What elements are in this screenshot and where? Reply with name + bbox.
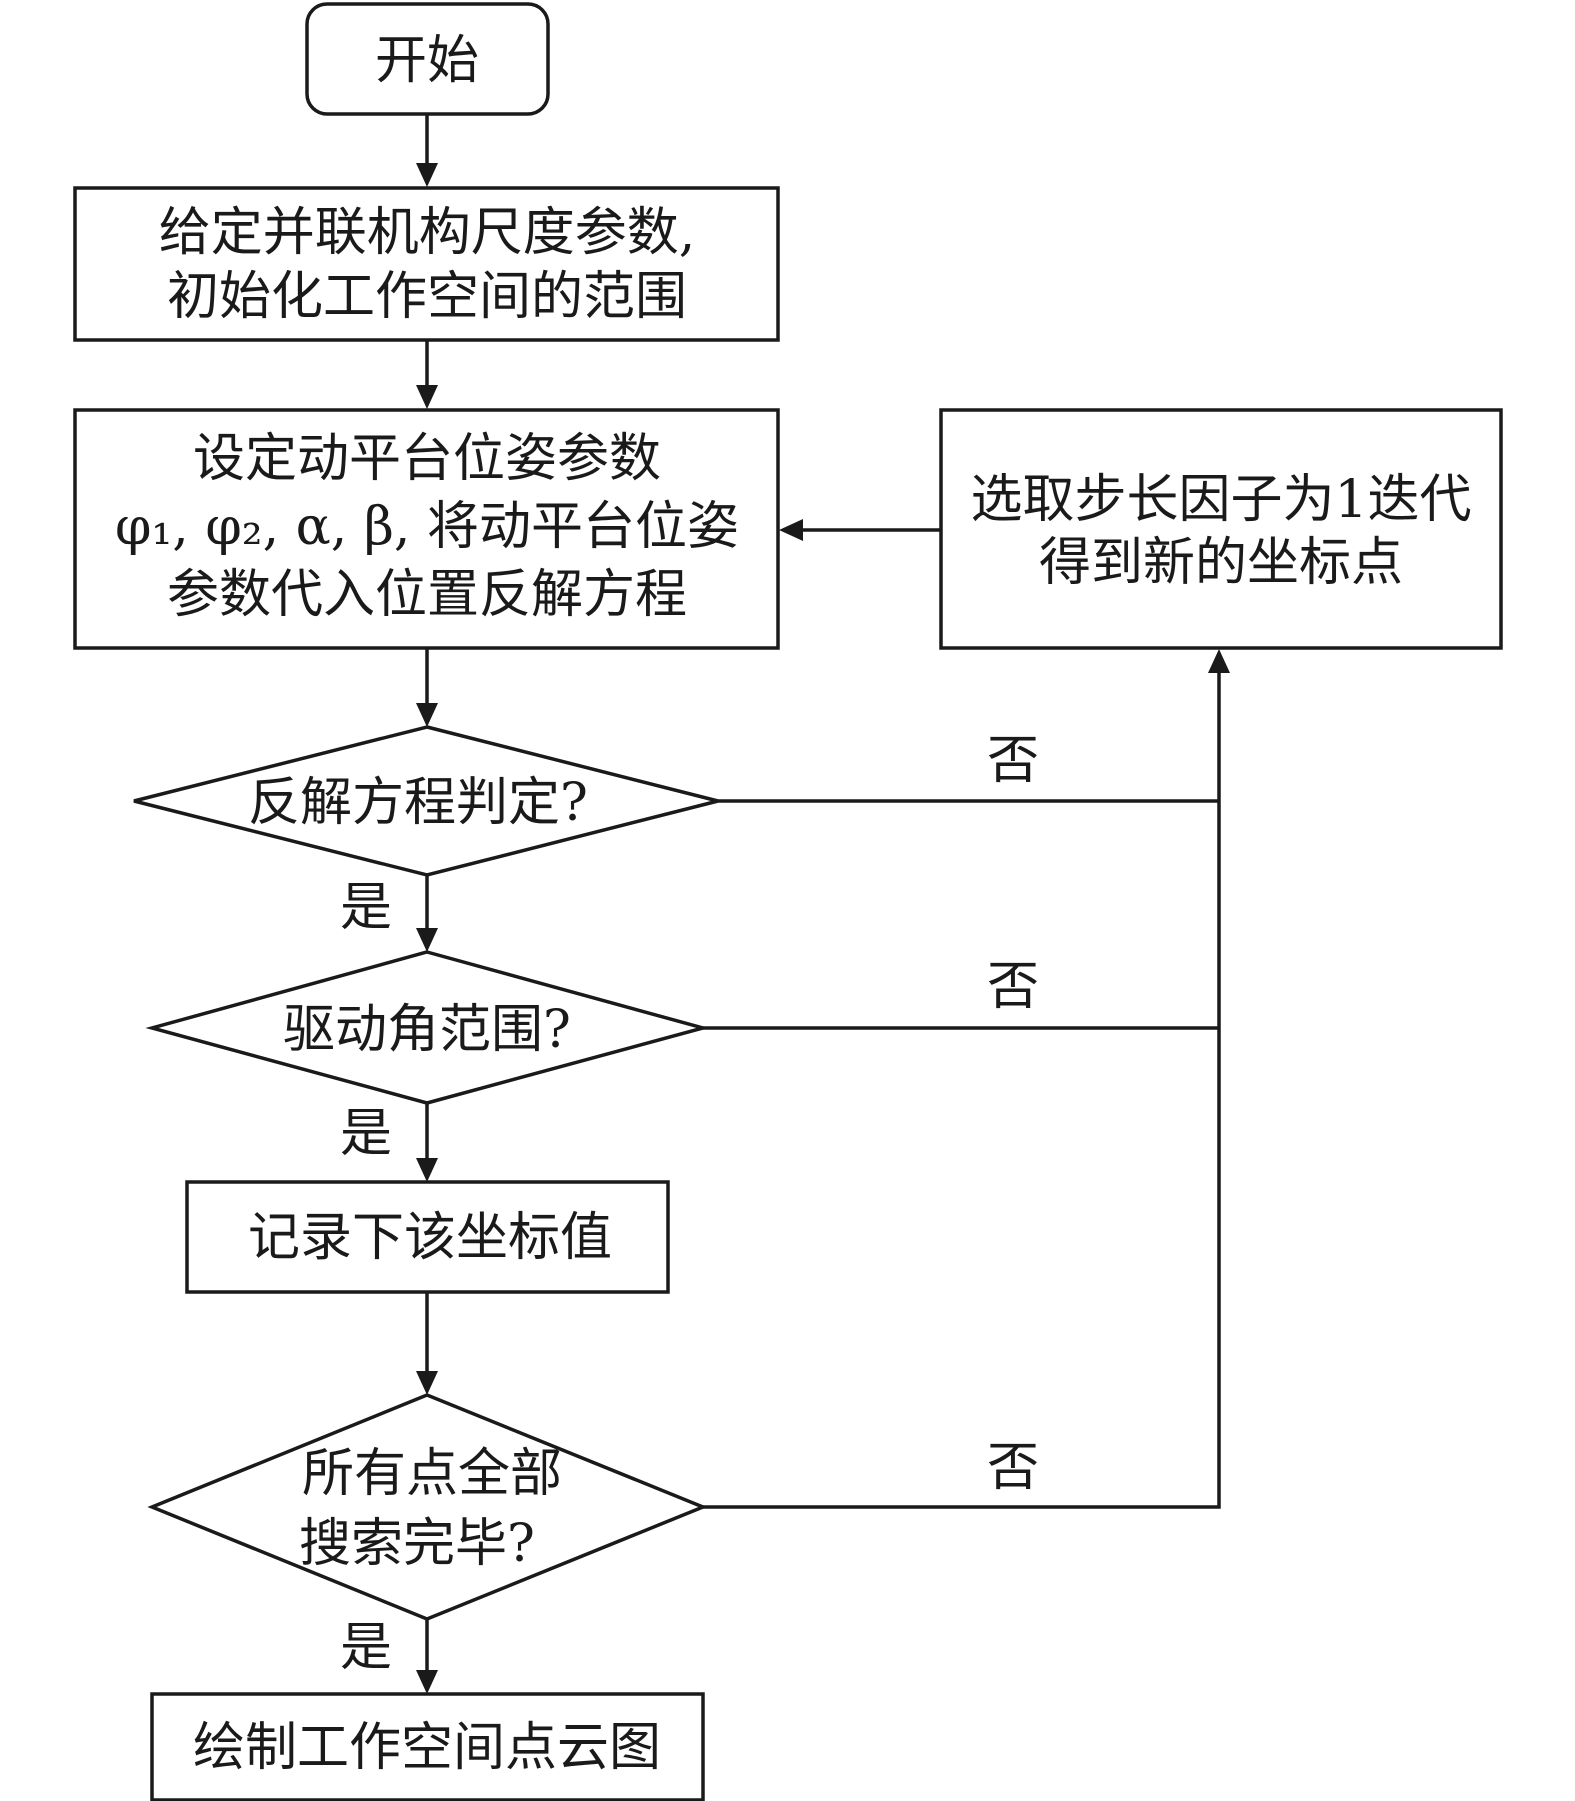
init-node [73, 186, 780, 342]
no-label-2: 否 [987, 957, 1039, 1017]
set-pose-line1: 设定动平台位姿参数 [193, 429, 661, 489]
no-label-3: 否 [987, 1438, 1039, 1498]
edge-decision3-no [703, 673, 1221, 1509]
arrowhead-decision1-decision2 [416, 928, 438, 952]
decision-drive-label: 驱动角范围? [283, 1000, 571, 1060]
yes-label-1: 是 [340, 878, 392, 938]
yes-label-2: 是 [340, 1104, 392, 1164]
start-node-label: 开始 [375, 31, 479, 91]
decision-all-line1: 所有点全部 [302, 1444, 562, 1504]
arrowhead-decision3-draw [416, 1670, 438, 1694]
record-node-label: 记录下该坐标值 [248, 1208, 612, 1268]
record-node [185, 1180, 670, 1294]
draw-node [150, 1692, 705, 1801]
decision-inverse-label: 反解方程判定? [248, 773, 588, 833]
init-node-line1: 给定并联机构尺度参数, [159, 203, 696, 263]
arrowhead-iterate-setpose [779, 519, 803, 541]
set-pose-line3: 参数代入位置反解方程 [167, 565, 687, 625]
arrowhead-to-iterate [1208, 649, 1230, 673]
init-node-line2: 初始化工作空间的范围 [167, 267, 687, 327]
yes-label-3: 是 [340, 1618, 392, 1678]
no-label-1: 否 [987, 731, 1039, 791]
iterate-line2: 得到新的坐标点 [1039, 533, 1403, 593]
arrowhead-init-setpose [416, 385, 438, 409]
draw-node-label: 绘制工作空间点云图 [193, 1718, 661, 1778]
arrowhead-start-init [416, 163, 438, 187]
arrowhead-decision2-record [416, 1158, 438, 1182]
set-pose-line2: φ₁, φ₂, α, β, 将动平台位姿 [115, 497, 739, 557]
decision-all-line2: 搜索完毕? [299, 1514, 535, 1574]
arrowhead-record-decision3 [416, 1371, 438, 1395]
arrowhead-setpose-decision1 [416, 703, 438, 727]
iterate-line1: 选取步长因子为1迭代 [970, 470, 1471, 530]
decision-all-node [147, 1393, 708, 1621]
iterate-node [939, 408, 1503, 650]
